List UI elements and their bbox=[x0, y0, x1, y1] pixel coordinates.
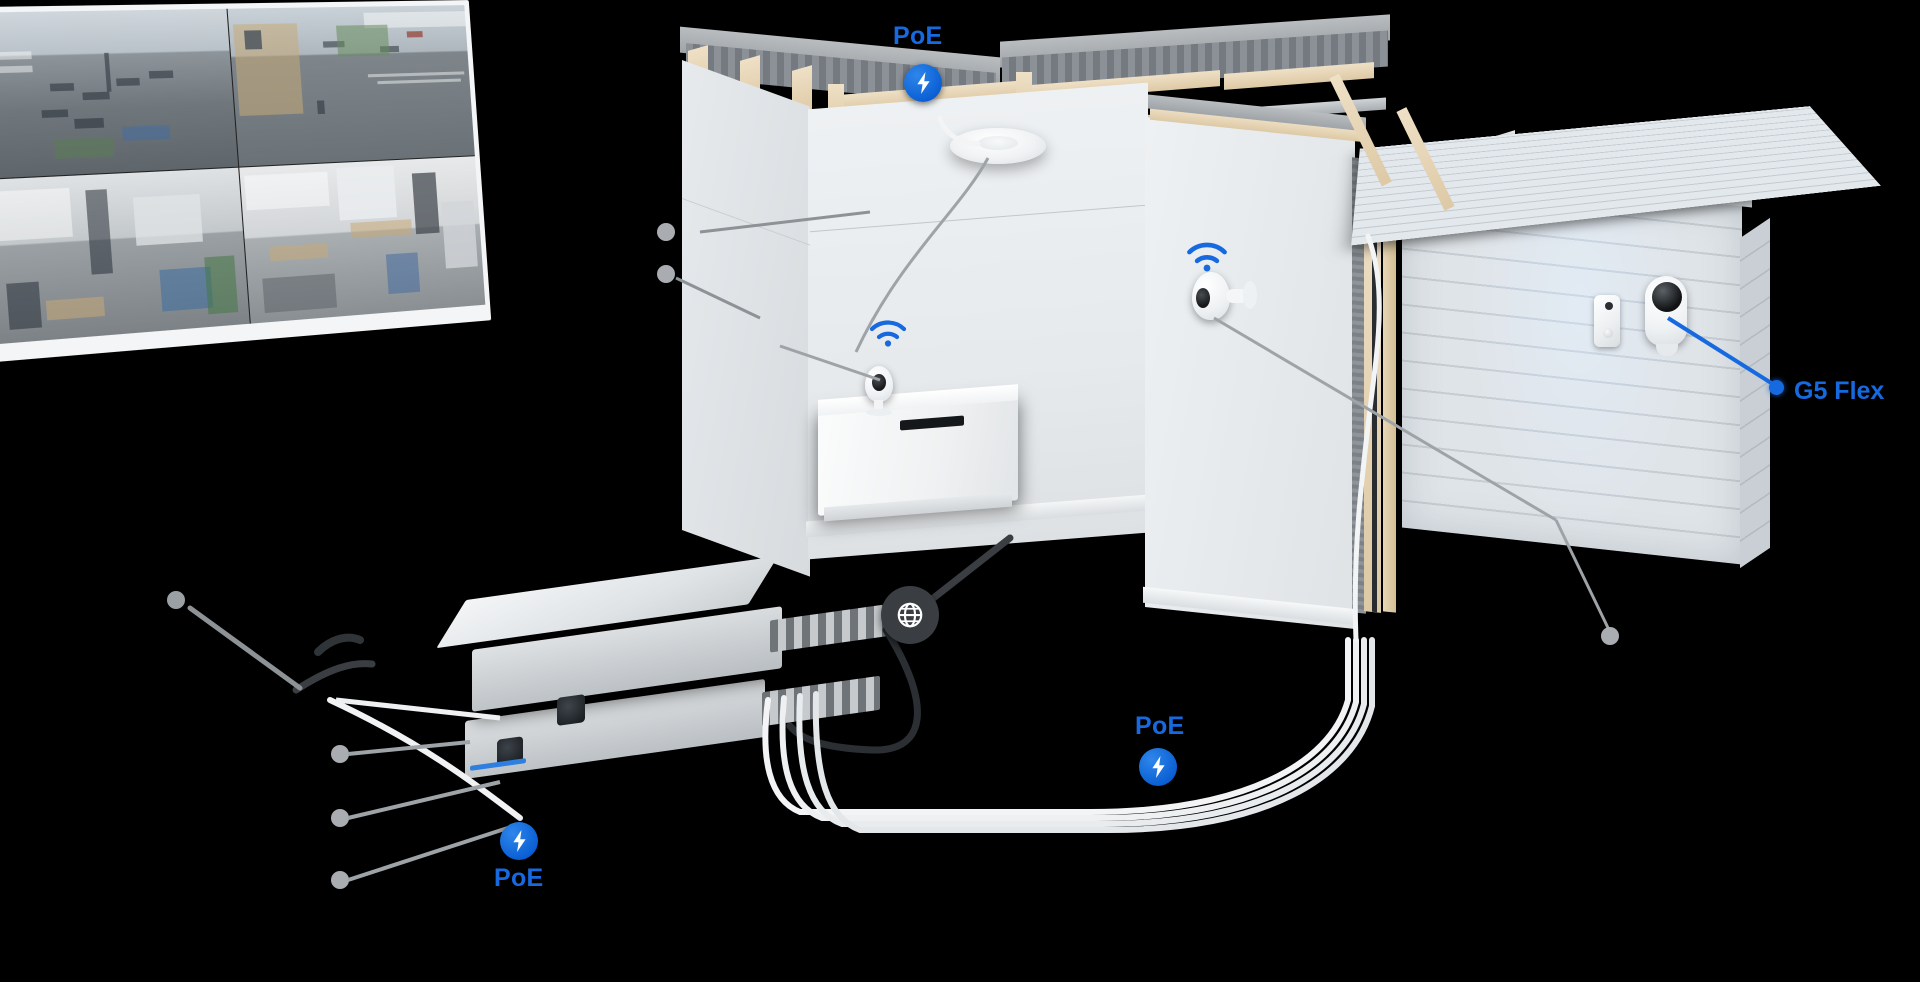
indoor-camera-shelf-base bbox=[866, 409, 892, 416]
access-point-mount-ring bbox=[978, 136, 1018, 150]
switch-top-display[interactable] bbox=[557, 694, 585, 726]
poe-badge-switch[interactable] bbox=[500, 822, 538, 860]
poe-badge-ceiling[interactable] bbox=[904, 64, 942, 102]
outdoor-camera-lens-housing bbox=[1652, 282, 1682, 312]
wifi-icon bbox=[868, 318, 908, 348]
internet-badge[interactable] bbox=[881, 586, 939, 644]
interior-wall-left bbox=[682, 60, 810, 577]
camera-feed-4[interactable] bbox=[238, 155, 486, 324]
indoor-camera-wall-arm bbox=[1226, 289, 1248, 303]
camera-feed-1[interactable] bbox=[0, 8, 238, 179]
lightning-bolt-icon bbox=[1151, 756, 1165, 778]
callout-label-g5-flex: G5 Flex bbox=[1794, 377, 1885, 405]
lightning-bolt-icon bbox=[916, 72, 930, 94]
display-monitor[interactable] bbox=[0, 0, 492, 363]
poe-label-switch: PoE bbox=[494, 864, 544, 892]
poe-badge-outdoor[interactable] bbox=[1139, 748, 1177, 786]
indoor-camera-shelf-stand bbox=[874, 400, 883, 412]
poe-label-outdoor: PoE bbox=[1135, 712, 1185, 740]
indoor-camera-shelf-lens bbox=[872, 374, 886, 391]
callout-dot-g5-flex bbox=[1769, 380, 1784, 395]
indoor-camera-wall-lens bbox=[1196, 288, 1210, 308]
indoor-camera-wall-mount bbox=[1243, 281, 1257, 309]
doorbell-lens bbox=[1605, 302, 1613, 310]
camera-feed-2[interactable] bbox=[227, 5, 475, 167]
wifi-icon bbox=[1185, 240, 1229, 273]
globe-icon bbox=[897, 602, 923, 628]
poe-label-ceiling: PoE bbox=[893, 22, 943, 50]
camera-feed-wall[interactable] bbox=[0, 5, 486, 345]
partition-wall-face bbox=[1145, 116, 1355, 630]
switch-top-port-row bbox=[770, 603, 892, 653]
switch-bottom-port-row bbox=[762, 675, 880, 727]
exterior-brick-wall-side bbox=[1740, 217, 1770, 569]
doorbell-button[interactable] bbox=[1603, 328, 1613, 338]
camera-feed-3[interactable] bbox=[0, 167, 250, 345]
brick-glow-highlight bbox=[1470, 184, 1680, 538]
lightning-bolt-icon bbox=[512, 830, 526, 852]
